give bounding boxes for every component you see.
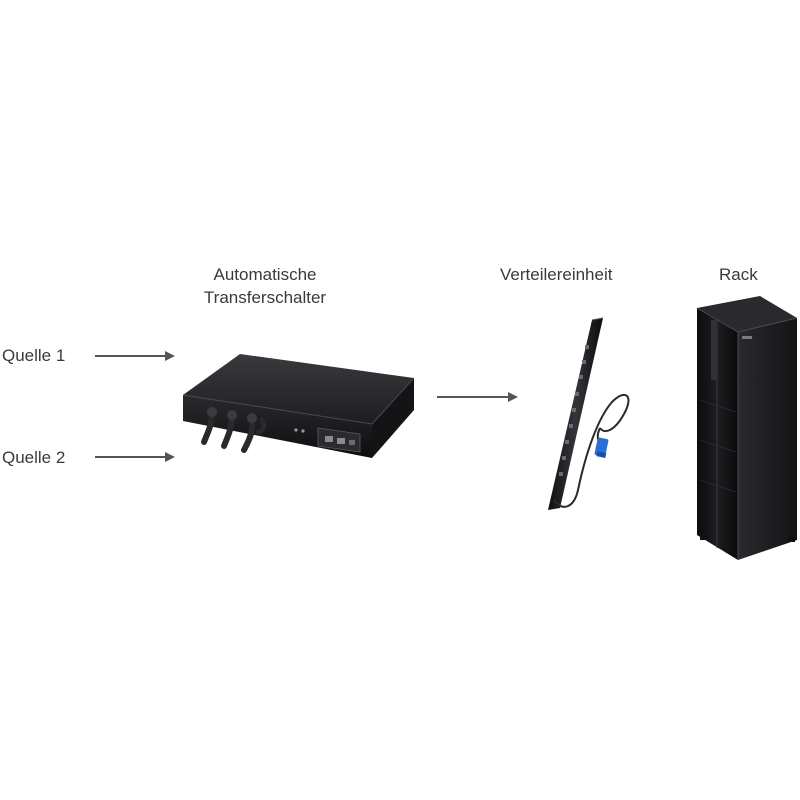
- rack-label: Rack: [719, 265, 758, 284]
- ats-label: Automatische Transferschalter: [190, 263, 340, 309]
- source-1-label: Quelle 1: [2, 346, 66, 365]
- ats-label-line-2: Transferschalter: [203, 288, 327, 307]
- pdu-label: Verteilereinheit: [500, 265, 613, 284]
- source-2-label: Quelle 2: [2, 448, 66, 467]
- rack-cabinet-icon: [696, 296, 798, 560]
- ats-device-icon: [182, 354, 415, 458]
- ats-label-line-1: Automatische: [213, 265, 317, 284]
- pdu-device-icon: [548, 317, 630, 510]
